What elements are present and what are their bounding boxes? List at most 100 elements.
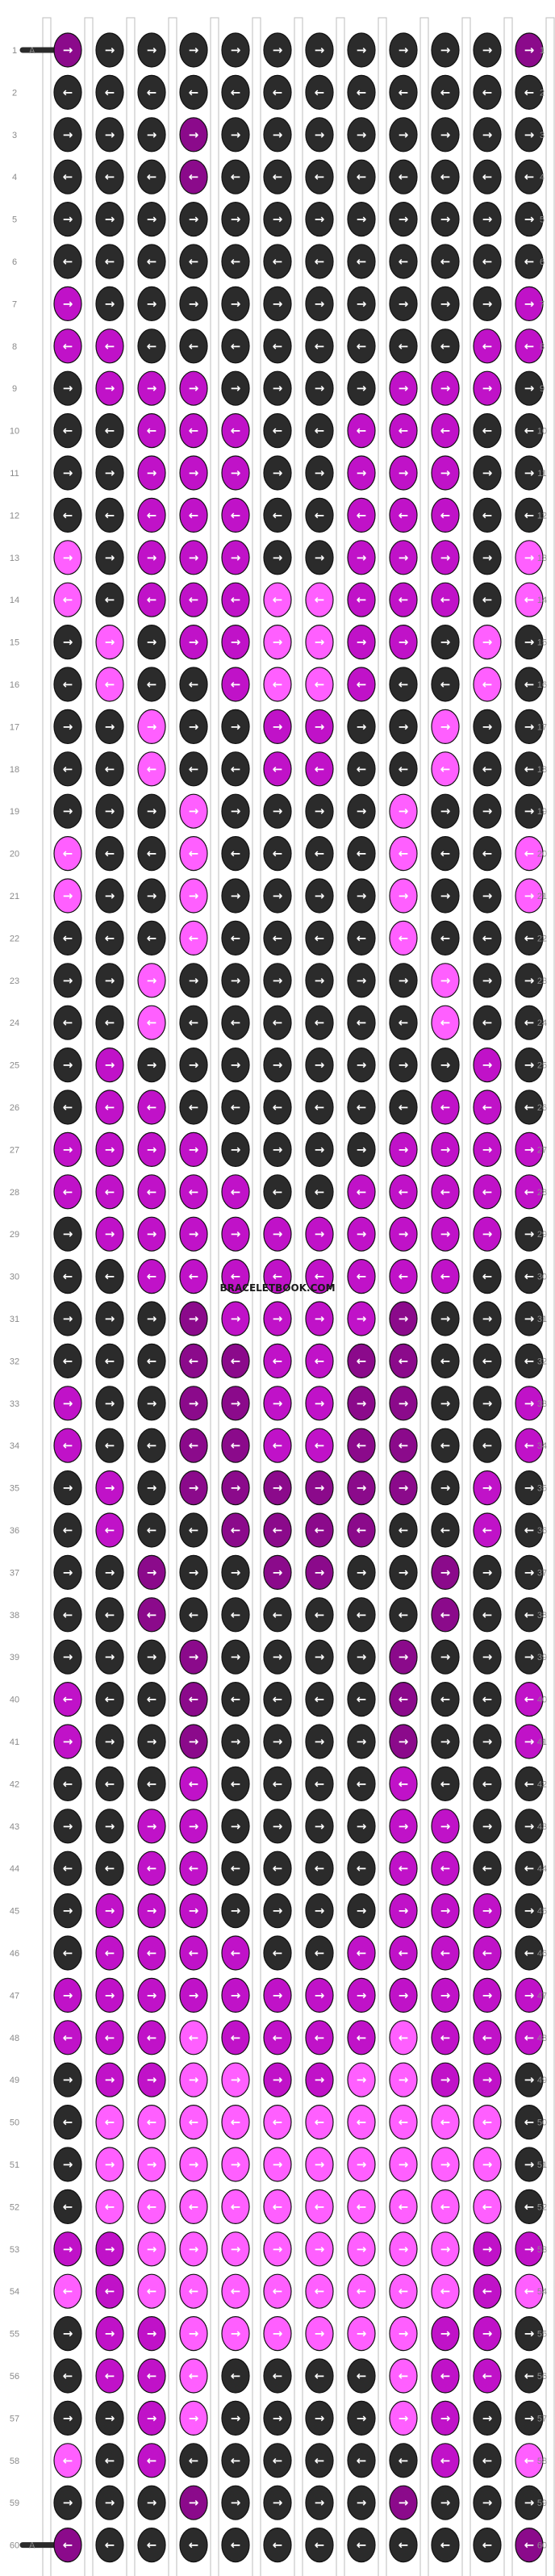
- knot: →: [389, 2147, 418, 2182]
- knot-direction-icon: →: [63, 973, 73, 988]
- knot: ←: [389, 1512, 418, 1548]
- row-number-left: 20: [10, 850, 19, 859]
- row-number-right: 25: [537, 1061, 547, 1071]
- knot-direction-icon: ←: [524, 762, 535, 776]
- knot: ←: [431, 920, 460, 956]
- knot: →: [53, 455, 82, 491]
- knot-direction-icon: ←: [273, 1015, 283, 1030]
- knot: ←: [95, 1428, 124, 1463]
- knot: →: [515, 1724, 544, 1759]
- knot: ←: [473, 1174, 502, 1210]
- knot: →: [389, 2231, 418, 2267]
- knot: →: [347, 2147, 376, 2182]
- knot: ←: [389, 1005, 418, 1040]
- knot: ←: [473, 244, 502, 279]
- knot-direction-icon: ←: [189, 1438, 199, 1453]
- knot: ←: [347, 751, 376, 787]
- knot-direction-icon: →: [440, 128, 451, 142]
- knot-direction-icon: →: [357, 1227, 367, 1241]
- knot-direction-icon: ←: [189, 1269, 199, 1284]
- row-number-left: 35: [10, 1484, 19, 1494]
- knot-direction-icon: →: [63, 1565, 73, 1579]
- knot: ←: [431, 751, 460, 787]
- knot: →: [347, 117, 376, 153]
- knot: ←: [473, 1428, 502, 1463]
- knot-direction-icon: ←: [147, 1100, 157, 1114]
- knot-direction-icon: ←: [399, 1946, 409, 1960]
- knot: →: [53, 540, 82, 575]
- knot-direction-icon: ←: [315, 1100, 325, 1114]
- knot: ←: [179, 2189, 208, 2224]
- row-number-left: 38: [10, 1611, 19, 1620]
- knot: →: [515, 1301, 544, 1336]
- knot-direction-icon: →: [357, 43, 367, 57]
- knot: →: [221, 2485, 250, 2520]
- knot-direction-icon: →: [189, 128, 199, 142]
- knot-direction-icon: →: [315, 1988, 325, 2002]
- knot-direction-icon: ←: [482, 1100, 493, 1114]
- knot: →: [305, 370, 334, 406]
- row-number-right: 31: [537, 1315, 547, 1324]
- knot-direction-icon: ←: [357, 1946, 367, 1960]
- knot: →: [347, 1893, 376, 1929]
- knot-direction-icon: →: [315, 1227, 325, 1241]
- knot-direction-icon: →: [357, 973, 367, 988]
- knot-direction-icon: ←: [231, 2115, 241, 2130]
- knot: ←: [305, 1682, 334, 1717]
- knot: ←: [305, 1935, 334, 1971]
- string-column: [461, 17, 471, 2576]
- knot: →: [221, 624, 250, 660]
- knot-direction-icon: ←: [273, 1946, 283, 1960]
- knot-direction-icon: →: [524, 1058, 535, 1073]
- knot: ←: [263, 1512, 292, 1548]
- knot-direction-icon: →: [440, 1396, 451, 1411]
- knot-direction-icon: →: [315, 381, 325, 395]
- knot-direction-icon: ←: [399, 1185, 409, 1199]
- knot: →: [137, 2316, 166, 2352]
- knot: ←: [389, 582, 418, 617]
- knot: ←: [221, 751, 250, 787]
- knot-direction-icon: ←: [105, 2538, 115, 2553]
- knot-direction-icon: →: [482, 2327, 493, 2341]
- knot: →: [515, 1554, 544, 1591]
- knot-direction-icon: →: [231, 1904, 241, 1918]
- knot-direction-icon: ←: [63, 2369, 73, 2383]
- knot: ←: [473, 1682, 502, 1717]
- knot: →: [263, 2316, 292, 2352]
- knot-direction-icon: ←: [524, 169, 535, 184]
- knot: ←: [515, 412, 544, 449]
- knot-direction-icon: ←: [315, 2199, 325, 2214]
- knot: →: [263, 1386, 292, 1421]
- knot: →: [179, 1724, 208, 1759]
- knot-direction-icon: ←: [315, 762, 325, 776]
- knot-direction-icon: →: [357, 2242, 367, 2256]
- knot: →: [95, 878, 124, 914]
- knot-direction-icon: →: [524, 889, 535, 903]
- knot: →: [53, 624, 82, 660]
- knot-direction-icon: ←: [147, 1946, 157, 1960]
- knot: ←: [347, 1935, 376, 1971]
- knot-direction-icon: →: [315, 1481, 325, 1495]
- knot: →: [347, 793, 376, 829]
- knot-direction-icon: →: [105, 1311, 115, 1326]
- knot-direction-icon: →: [315, 2242, 325, 2256]
- knot-direction-icon: ←: [440, 1269, 451, 1284]
- knot-direction-icon: →: [63, 212, 73, 227]
- knot: ←: [137, 1850, 166, 1886]
- knot: →: [137, 878, 166, 914]
- knot-direction-icon: →: [315, 2411, 325, 2425]
- knot: →: [179, 963, 208, 998]
- row-number-left: 58: [10, 2457, 19, 2466]
- knot-direction-icon: ←: [189, 762, 199, 776]
- knot: ←: [473, 667, 502, 702]
- knot-direction-icon: ←: [482, 1692, 493, 1707]
- knot: ←: [347, 2020, 376, 2055]
- knot-direction-icon: ←: [524, 1185, 535, 1199]
- knot-direction-icon: →: [482, 719, 493, 734]
- knot: ←: [305, 2189, 334, 2224]
- knot-grid: → → → → → → → → → → → → ← ← ← ← ← ← ← ← ← ← ← ← → → → → → → → → → → → → ← ← ← ←…: [53, 32, 544, 2563]
- knot-direction-icon: →: [63, 1904, 73, 1918]
- knot: →: [179, 1977, 208, 2013]
- knot-direction-icon: ←: [63, 2538, 73, 2553]
